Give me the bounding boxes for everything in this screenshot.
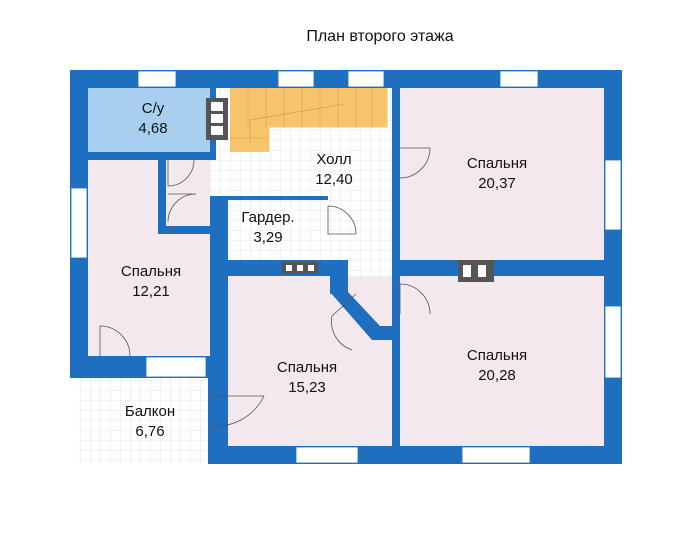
room-area: 20,28 xyxy=(478,367,516,384)
room-name: Спальня xyxy=(276,359,338,376)
staircase xyxy=(230,88,389,152)
room-area: 4,68 xyxy=(138,120,168,137)
room-label-bedroom-se: Спальня 20,28 xyxy=(452,346,542,386)
room-name: Спальня xyxy=(466,347,528,364)
room-name: С/у xyxy=(141,100,165,117)
room-name: Холл xyxy=(316,151,352,168)
room-label-bedroom-ne: Спальня 20,37 xyxy=(452,154,542,194)
room-name: Гардер. xyxy=(241,209,295,226)
room-area: 12,21 xyxy=(132,283,170,300)
room-name: Спальня xyxy=(466,155,528,172)
room-area: 12,40 xyxy=(315,171,353,188)
vent-hall xyxy=(282,262,318,274)
room-name: Балкон xyxy=(124,403,176,420)
balcony-floor xyxy=(78,378,208,464)
room-label-bedroom-s: Спальня 15,23 xyxy=(262,358,352,398)
room-area: 20,37 xyxy=(478,175,516,192)
vent-bedrooms xyxy=(458,260,494,282)
room-area: 3,29 xyxy=(253,229,283,246)
bedroom-w-floor xyxy=(88,160,210,356)
room-label-hall: Холл 12,40 xyxy=(296,150,372,190)
windows xyxy=(70,70,622,464)
bedroom-s-floor xyxy=(228,276,392,446)
room-label-balcony: Балкон 6,76 xyxy=(110,402,190,442)
plan-title: План второго этажа xyxy=(306,28,454,45)
room-label-wardrobe: Гардер. 3,29 xyxy=(230,208,306,248)
bedroom-se-floor xyxy=(398,276,606,446)
room-area: 6,76 xyxy=(135,423,165,440)
bedroom-ne-floor xyxy=(398,88,606,260)
doors xyxy=(99,147,431,427)
room-label-bathroom: С/у 4,68 xyxy=(118,99,188,139)
room-area: 15,23 xyxy=(288,379,326,396)
room-name: Спальня xyxy=(120,263,182,280)
wardrobe-floor xyxy=(228,196,328,260)
room-label-bedroom-w: Спальня 12,21 xyxy=(106,262,196,302)
vent-bathroom xyxy=(206,98,228,140)
bathroom-floor xyxy=(88,88,212,152)
